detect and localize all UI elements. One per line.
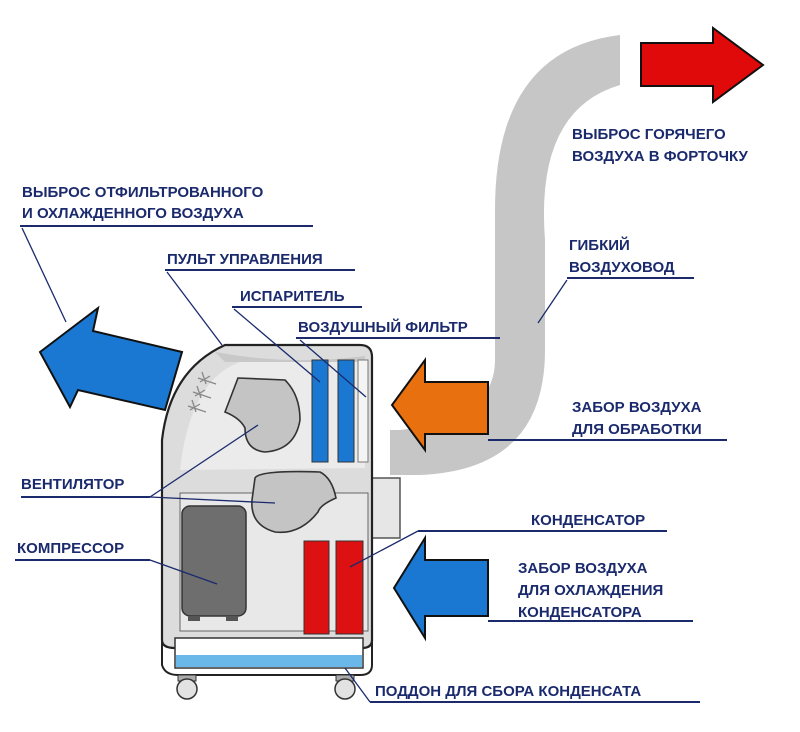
cold-air-out-arrow: [38, 305, 184, 412]
label-hot-out-2: ВОЗДУХА В ФОРТОЧКУ: [572, 148, 749, 165]
tray-water: [176, 655, 362, 667]
label-cond-intake-3: КОНДЕНСАТОРА: [518, 604, 642, 621]
label-evaporator: ИСПАРИТЕЛЬ: [240, 288, 345, 305]
lower-fan: [251, 470, 337, 534]
label-hot-out-1: ВЫБРОС ГОРЯЧЕГО: [572, 126, 726, 143]
upper-fan: [223, 377, 301, 453]
label-cond-intake-1: ЗАБОР ВОЗДУХА: [518, 560, 648, 577]
compressor: [181, 505, 247, 617]
wheel-left: [176, 678, 198, 700]
compressor-foot-right: [226, 616, 238, 621]
label-cond-intake-2: ДЛЯ ОХЛАЖДЕНИЯ: [518, 582, 663, 599]
label-control-panel: ПУЛЬТ УПРАВЛЕНИЯ: [167, 251, 323, 268]
leader-cooled-out: [21, 227, 67, 323]
louver-icon: [187, 371, 217, 413]
label-compressor: КОМПРЕССОР: [17, 540, 124, 557]
label-duct-2: ВОЗДУХОВОД: [569, 259, 675, 276]
unit-base: [161, 640, 373, 676]
label-cooled-out-1: ВЫБРОС ОТФИЛЬТРОВАННОГО: [22, 184, 264, 201]
label-fan: ВЕНТИЛЯТОР: [21, 476, 124, 493]
label-intake-2: ДЛЯ ОБРАБОТКИ: [572, 421, 702, 438]
label-intake-1: ЗАБОР ВОЗДУХА: [572, 399, 702, 416]
leader-tray: [344, 667, 371, 703]
intake-air-arrow: [390, 356, 489, 454]
leader-compressor: [149, 559, 218, 585]
leader-fan-upper: [149, 424, 259, 498]
evaporator-coil-1: [311, 359, 329, 463]
wheel-right: [334, 678, 356, 700]
evaporator-coil-2: [337, 359, 355, 463]
label-cooled-out-2: И ОХЛАЖДЕННОГО ВОЗДУХА: [22, 205, 244, 222]
label-tray: ПОДДОН ДЛЯ СБОРА КОНДЕНСАТА: [375, 683, 641, 700]
condenser-coil-1: [303, 540, 330, 635]
condenser-coil-2: [335, 540, 364, 635]
leader-control-panel: [166, 271, 223, 346]
hot-air-out-arrow: [640, 26, 765, 104]
leader-evaporator: [233, 308, 321, 383]
label-condenser: КОНДЕНСАТОР: [531, 512, 645, 529]
duct-connector: [369, 477, 401, 539]
label-air-filter: ВОЗДУШНЫЙ ФИЛЬТР: [298, 318, 468, 336]
air-filter: [357, 359, 369, 463]
leader-air-filter: [299, 339, 367, 398]
flexible-duct: [390, 35, 620, 475]
label-duct-1: ГИБКИЙ: [569, 236, 630, 254]
leader-duct: [537, 279, 568, 324]
condenser-intake-arrow: [392, 534, 489, 642]
leader-fan-lower: [149, 496, 276, 504]
compressor-foot-left: [188, 616, 200, 621]
leader-condenser: [349, 530, 419, 568]
